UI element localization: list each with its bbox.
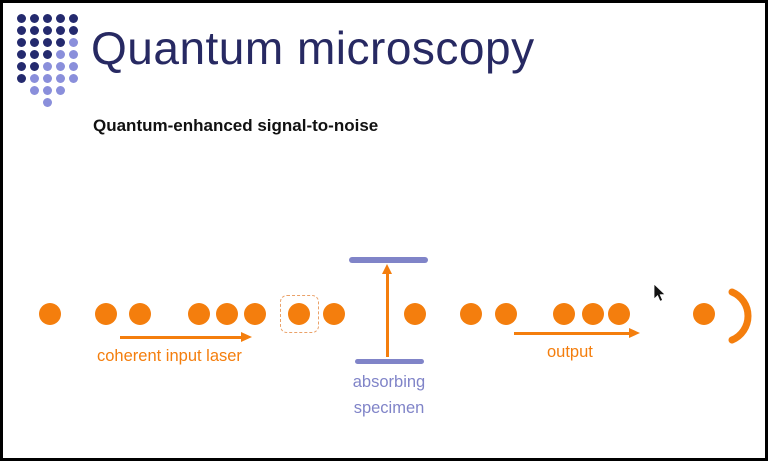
logo-dot xyxy=(56,14,65,23)
photon-dot xyxy=(582,303,604,325)
logo-dot xyxy=(17,50,26,59)
specimen-bottom-bar xyxy=(355,359,424,364)
logo-dot xyxy=(56,38,65,47)
logo-dot xyxy=(69,62,78,71)
logo-dot xyxy=(30,86,39,95)
photon-dot xyxy=(39,303,61,325)
logo-dot xyxy=(69,50,78,59)
mouse-cursor xyxy=(653,283,666,302)
logo-dot xyxy=(17,14,26,23)
logo-dot xyxy=(30,50,39,59)
logo-dot xyxy=(43,26,52,35)
logo-dot xyxy=(69,26,78,35)
logo-dot xyxy=(30,14,39,23)
photon-dot xyxy=(188,303,210,325)
photon-dot xyxy=(495,303,517,325)
logo-dot xyxy=(30,26,39,35)
photon-dot xyxy=(608,303,630,325)
photon-dot xyxy=(244,303,266,325)
photon-highlight-box xyxy=(280,295,319,333)
specimen-label-line2: specimen xyxy=(353,398,425,417)
photon-dot xyxy=(693,303,715,325)
logo-dot xyxy=(30,62,39,71)
input-arrow xyxy=(120,332,252,341)
logo-dot xyxy=(43,14,52,23)
logo-dot xyxy=(43,50,52,59)
specimen-label: absorbing specimen xyxy=(341,370,437,421)
photon-dot xyxy=(553,303,575,325)
slide-title: Quantum microscopy xyxy=(91,22,535,74)
logo-dot xyxy=(17,26,26,35)
slide-subtitle: Quantum-enhanced signal-to-noise xyxy=(93,116,379,135)
logo-dot xyxy=(30,38,39,47)
logo-dot xyxy=(56,86,65,95)
logo xyxy=(17,14,87,114)
logo-dot xyxy=(43,98,52,107)
logo-dot xyxy=(43,86,52,95)
specimen-arrow xyxy=(382,264,391,357)
logo-dot xyxy=(56,74,65,83)
logo-dot xyxy=(56,26,65,35)
photon-dot xyxy=(460,303,482,325)
logo-dot xyxy=(17,74,26,83)
photon-dot xyxy=(404,303,426,325)
photon-dot xyxy=(95,303,117,325)
logo-dot xyxy=(17,38,26,47)
output-arrow xyxy=(514,328,640,337)
output-label: output xyxy=(547,343,593,361)
logo-dot xyxy=(56,62,65,71)
logo-dot xyxy=(17,62,26,71)
photon-dot xyxy=(288,303,310,325)
logo-dot xyxy=(69,74,78,83)
photon-dot xyxy=(129,303,151,325)
logo-dot xyxy=(30,74,39,83)
detector-icon xyxy=(728,288,752,344)
logo-dot xyxy=(69,38,78,47)
photon-dot xyxy=(216,303,238,325)
logo-dot xyxy=(43,62,52,71)
logo-dot xyxy=(43,74,52,83)
specimen-top-bar xyxy=(349,257,428,263)
photon-dot xyxy=(323,303,345,325)
logo-dot xyxy=(43,38,52,47)
input-laser-label: coherent input laser xyxy=(97,347,242,365)
logo-dot xyxy=(56,50,65,59)
logo-dot xyxy=(69,14,78,23)
specimen-label-line1: absorbing xyxy=(352,373,426,391)
